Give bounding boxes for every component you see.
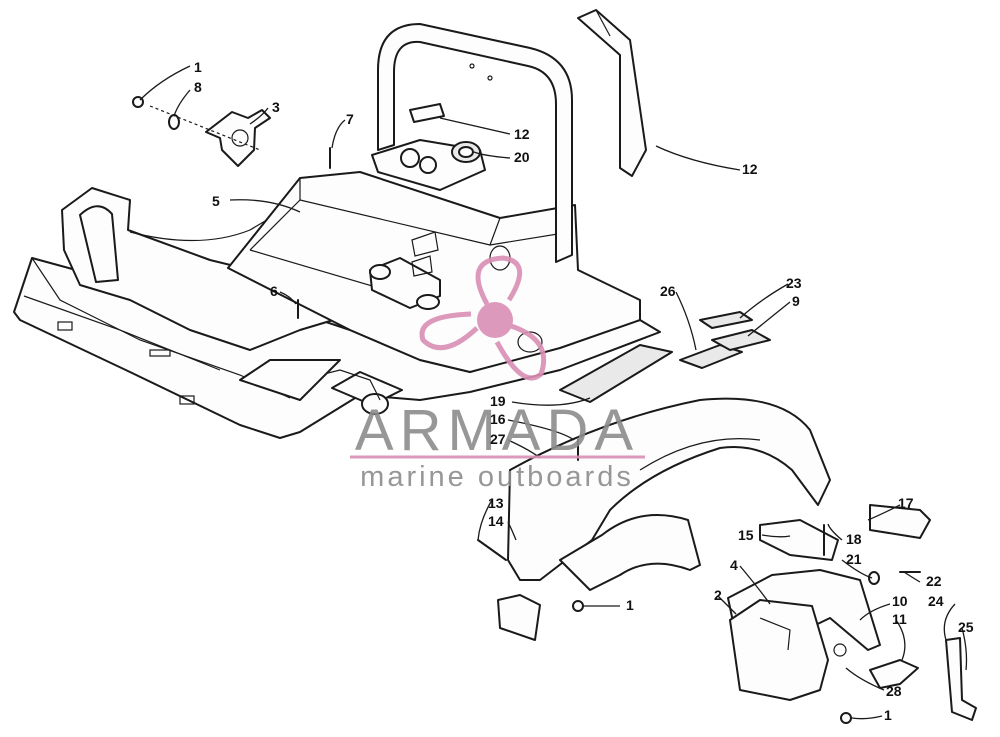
callout-label: 7	[346, 111, 354, 127]
callout-labels: 1 8 3 7 5 12 20 12 6 26 23 9 19 16 27 13…	[194, 59, 974, 723]
propeller-blade	[419, 311, 479, 351]
callout-label: 12	[742, 161, 758, 177]
callout-label: 4	[730, 557, 738, 573]
callout-label: 24	[928, 593, 944, 609]
rear-hoop-frame	[371, 23, 573, 263]
tunnel-mount-brackets	[369, 231, 441, 310]
propeller-hub	[477, 302, 513, 338]
callout-label: 9	[792, 293, 800, 309]
callout-label: 28	[886, 683, 902, 699]
callout-label: 12	[514, 126, 530, 142]
callout-label: 15	[738, 527, 754, 543]
grab-bar-part	[577, 9, 647, 177]
watermark-tagline: marine outboards	[360, 461, 634, 493]
callout-leader-lines	[139, 65, 968, 720]
callout-label: 10	[892, 593, 908, 609]
propeller-logo-icon	[419, 255, 547, 381]
callout-label: 27	[490, 431, 506, 447]
callout-label: 26	[660, 283, 676, 299]
rear-hitch-assembly	[727, 504, 977, 721]
watermark-brand: ARMADA	[355, 398, 639, 463]
armada-watermark: ARMADA marine outboards	[350, 255, 645, 493]
callout-label: 14	[488, 513, 504, 529]
front-steering-pipe	[239, 359, 403, 415]
callout-label: 1	[194, 59, 202, 75]
callout-label: 21	[846, 551, 862, 567]
callout-label: 18	[846, 531, 862, 547]
callout-label: 11	[892, 611, 907, 627]
callout-label: 22	[926, 573, 942, 589]
callout-label: 1	[884, 707, 892, 723]
callout-label: 1	[626, 597, 634, 613]
decal-pads	[559, 311, 771, 403]
callout-label: 23	[786, 275, 802, 291]
callout-label: 8	[194, 79, 202, 95]
callout-label: 20	[514, 149, 530, 165]
callout-label: 13	[488, 495, 504, 511]
callout-label: 25	[958, 619, 974, 635]
callout-label: 16	[490, 411, 506, 427]
propeller-blade	[475, 255, 523, 306]
callout-label: 17	[898, 495, 914, 511]
propeller-blade	[494, 323, 547, 381]
loose-fasteners	[297, 147, 921, 724]
callout-label: 3	[272, 99, 280, 115]
rear-fender-part	[497, 397, 831, 641]
callout-label: 2	[714, 587, 722, 603]
callout-label: 5	[212, 193, 220, 209]
headlight-bracket-part	[132, 96, 271, 167]
callout-label: 6	[270, 283, 278, 299]
callout-label: 19	[490, 393, 506, 409]
